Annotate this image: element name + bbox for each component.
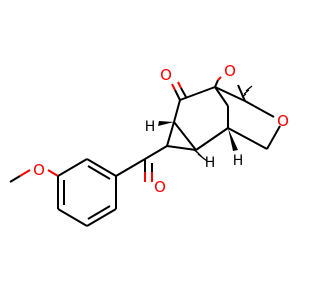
bond-bridge-o-right xyxy=(237,84,246,102)
bond-core-6 xyxy=(227,127,268,150)
atom-o-ketone-ring: O xyxy=(160,66,172,84)
atom-h-bottom: H xyxy=(205,155,216,171)
atom-h-right: H xyxy=(233,153,244,169)
bond-core-2 xyxy=(179,86,216,101)
bond-core-1 xyxy=(173,99,181,123)
bond-aryl-carbonyl xyxy=(115,158,146,177)
bond-core-9 xyxy=(244,100,275,118)
bond-ring-inner-2 xyxy=(87,205,111,220)
bond-methyl-o-dark xyxy=(9,175,21,183)
bond-bridge-o-left-red xyxy=(217,76,222,81)
bond-ketone-c-o-2 xyxy=(180,87,187,98)
bond-core-5 xyxy=(214,86,229,107)
atom-h-left: H xyxy=(145,119,156,135)
hash-bridge xyxy=(241,85,253,98)
bond-ring-1 xyxy=(57,158,88,177)
bond-carbonyl-cyclopropane xyxy=(144,145,168,160)
bond-bridge-o-left xyxy=(214,79,219,88)
bond-core-8 xyxy=(214,86,246,102)
bond-cp-3 xyxy=(166,145,197,151)
bond-core-7 xyxy=(266,125,281,150)
atom-o-methoxy: O xyxy=(33,161,45,179)
bond-cp-1 xyxy=(166,121,175,147)
bond-methyl-o xyxy=(19,169,31,177)
bond-ring-2 xyxy=(86,158,117,177)
bond-ketone-c-o-2-red xyxy=(177,81,182,89)
bond-ring-5 xyxy=(57,208,88,227)
bond-ring-inner-1 xyxy=(87,165,111,180)
atom-o-ether: O xyxy=(277,112,289,130)
bond-o-aryl xyxy=(47,169,59,177)
bond-ketone-c-o-1-red xyxy=(171,83,176,91)
bond-ketone-c-o-1 xyxy=(174,89,181,101)
bond-cp-2 xyxy=(173,121,197,151)
molecule-structure: O O O O O H H H xyxy=(9,62,289,227)
atom-o-bridge: O xyxy=(224,62,236,80)
bond-ring-4 xyxy=(86,208,117,227)
hash-h-bottom xyxy=(192,148,208,162)
wedge-h-right xyxy=(228,128,238,151)
bond-core-3 xyxy=(195,127,229,151)
atom-o-ketone-aryl: O xyxy=(154,178,166,196)
wedge-h-left xyxy=(158,121,174,126)
